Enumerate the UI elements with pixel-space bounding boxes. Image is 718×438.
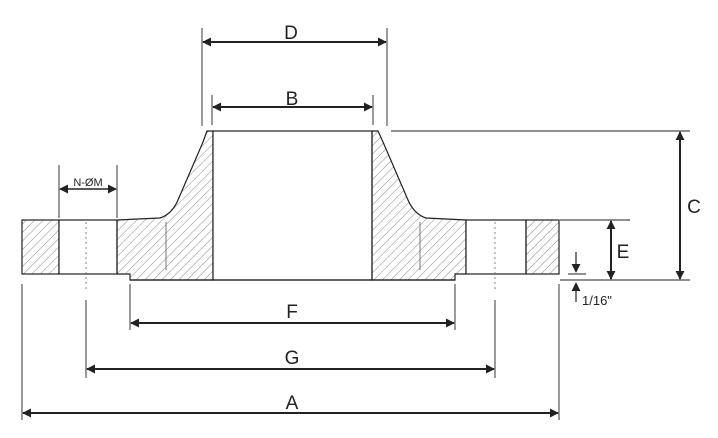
extension-lines (21, 28, 690, 420)
label-a: A (286, 393, 299, 414)
label-n-om: N-ØM (73, 177, 102, 189)
label-f: F (286, 302, 298, 323)
bolt-hole-left (58, 219, 118, 275)
flange-section (21, 130, 560, 281)
bore (212, 130, 373, 281)
label-d: D (284, 23, 298, 44)
hub-right (371, 130, 467, 281)
label-raised-face: 1/16" (582, 293, 612, 308)
raised-face-indicator (568, 252, 586, 302)
flange-left-outer (21, 219, 60, 275)
hub-left (116, 130, 214, 281)
bolt-hole-right (465, 219, 527, 275)
label-c: C (687, 197, 701, 218)
dimension-lines (22, 37, 685, 418)
label-b: B (286, 89, 299, 110)
label-e: E (617, 242, 630, 263)
flange-right-outer (525, 219, 560, 275)
label-g: G (285, 348, 300, 369)
